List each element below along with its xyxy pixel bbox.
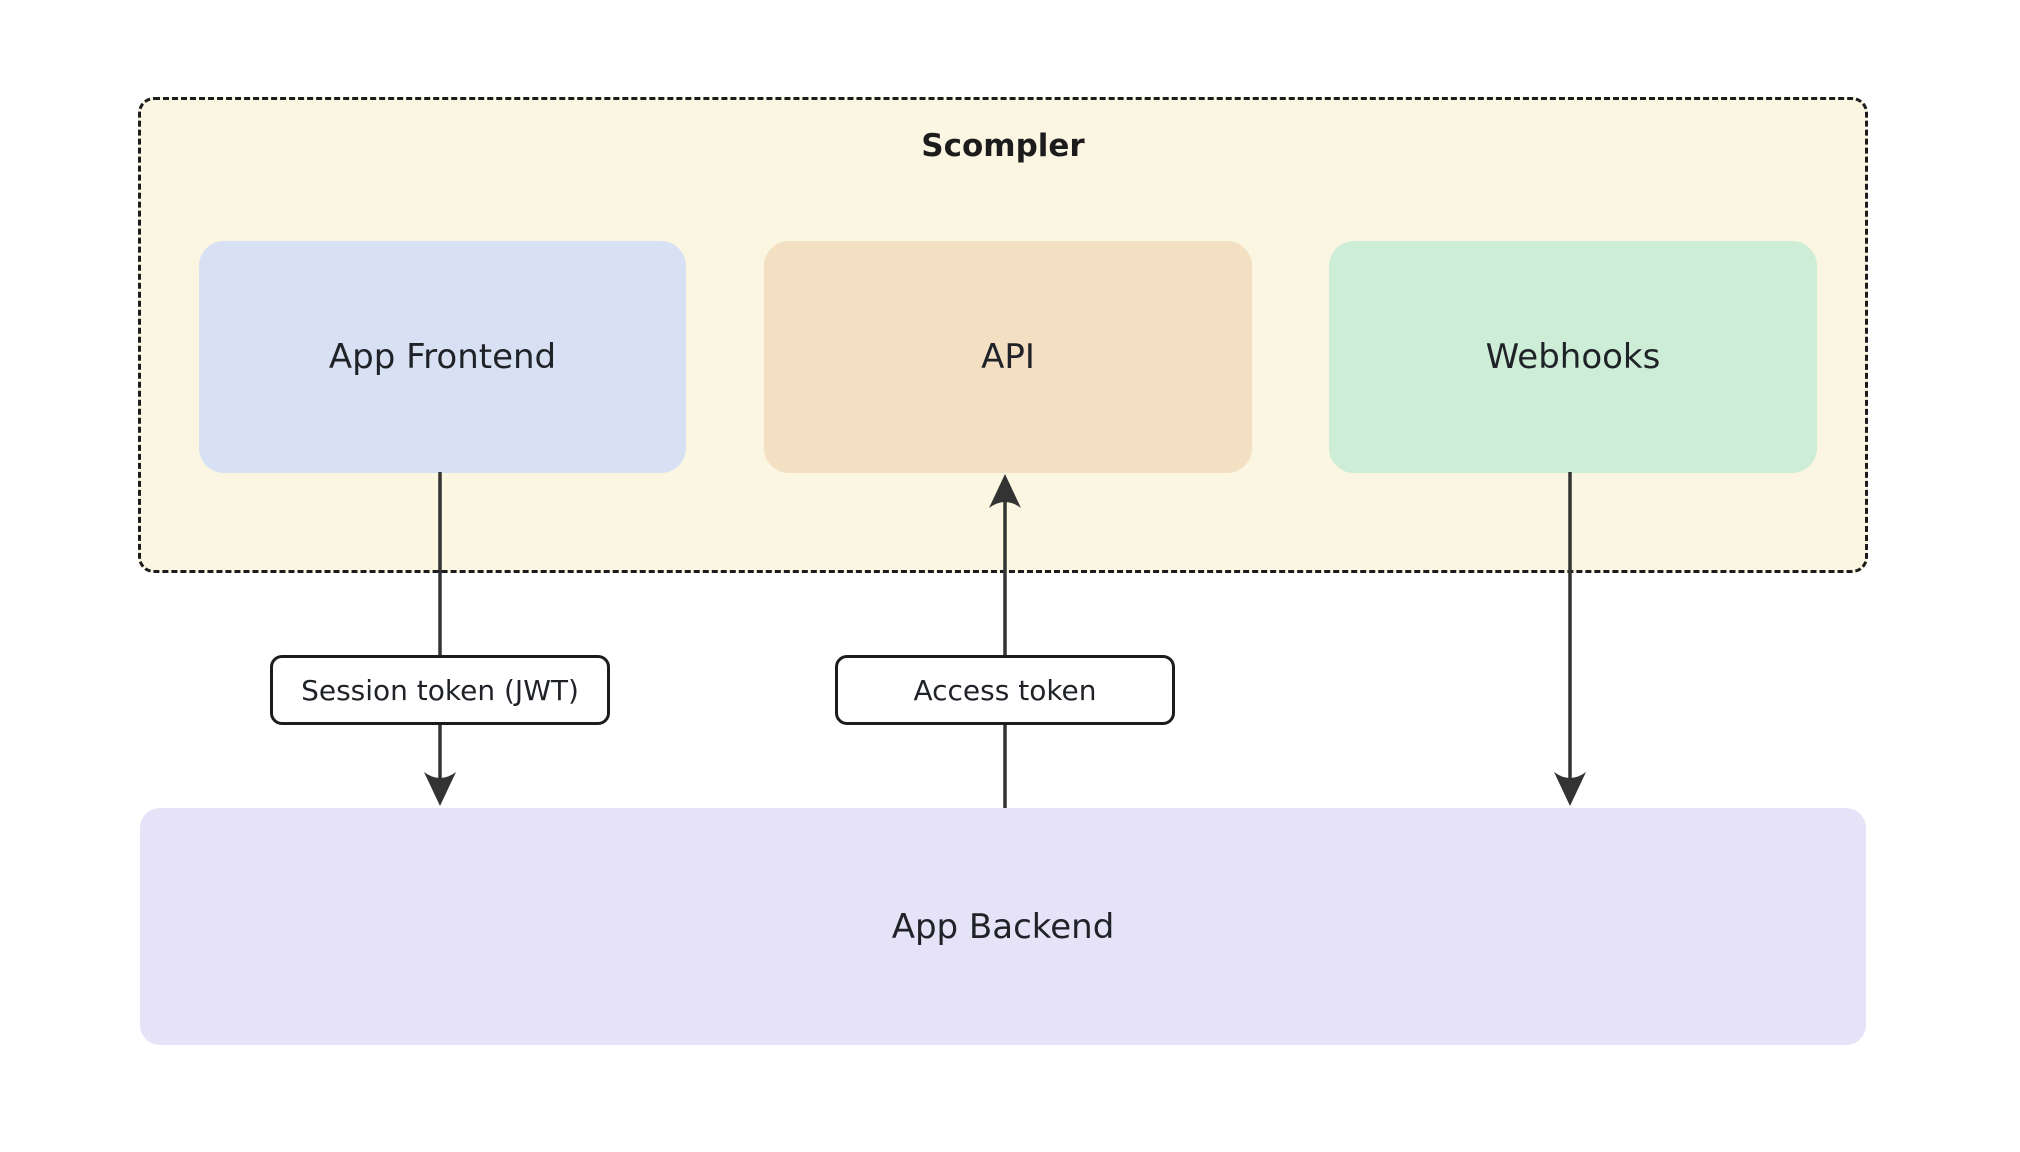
edge-label-session-token: Session token (JWT): [270, 655, 610, 725]
edge-label-session-token-text: Session token (JWT): [301, 673, 579, 707]
edge-label-access-token: Access token: [835, 655, 1175, 725]
node-webhooks: Webhooks: [1329, 241, 1817, 473]
scompler-group: Scompler App Frontend API Webhooks: [138, 97, 1868, 573]
node-app-frontend: App Frontend: [199, 241, 686, 473]
node-webhooks-label: Webhooks: [1485, 337, 1661, 377]
node-api-label: API: [981, 337, 1035, 377]
scompler-group-title: Scompler: [921, 128, 1085, 164]
arrow-down-icon: [1554, 772, 1586, 806]
node-api: API: [764, 241, 1252, 473]
arrow-down-icon: [424, 772, 456, 806]
node-app-backend-label: App Backend: [891, 906, 1115, 947]
node-app-frontend-label: App Frontend: [328, 337, 557, 377]
edge-label-access-token-text: Access token: [913, 673, 1097, 707]
node-app-backend: App Backend: [140, 808, 1866, 1045]
